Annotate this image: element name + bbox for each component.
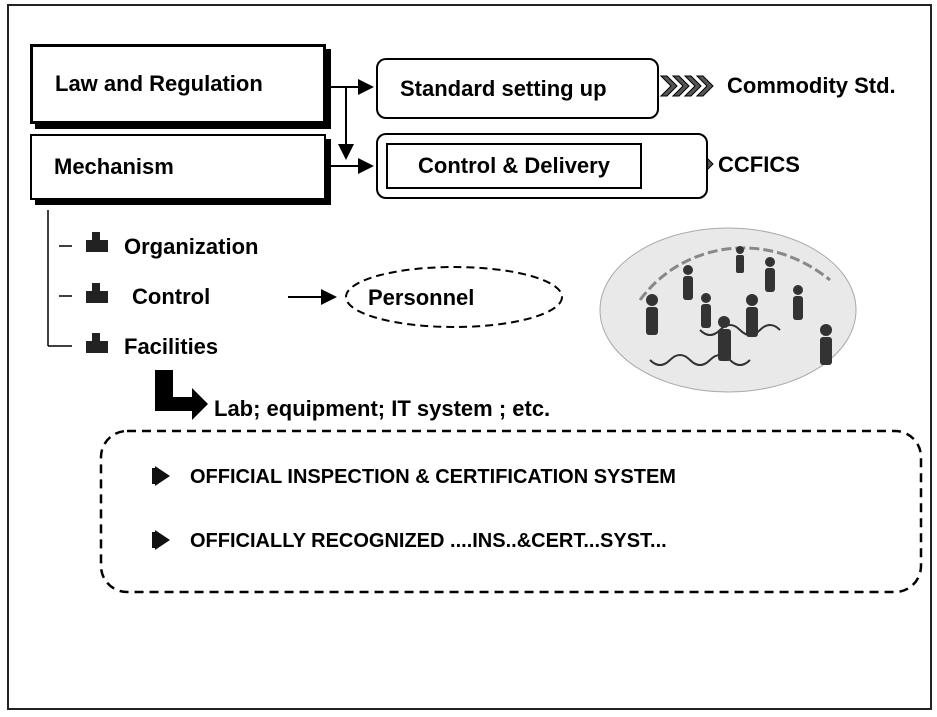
systems-dashed-box [99, 429, 923, 594]
ccfics-label: CCFICS [718, 152, 800, 177]
facilities-icon [86, 333, 108, 353]
standard-setting-label: Standard setting up [400, 75, 607, 101]
mechanism-label: Mechanism [54, 154, 174, 179]
turn-arrow-icon [155, 370, 208, 420]
system-line-2: OFFICIALLY RECOGNIZED ....INS..&CERT...S… [190, 530, 667, 552]
control-delivery-inner-box: Control & Delivery [386, 143, 642, 189]
system-line-1: OFFICIAL INSPECTION & CERTIFICATION SYST… [190, 466, 676, 488]
organization-icon [86, 232, 108, 252]
mechanism-box: Mechanism [30, 134, 326, 200]
control-icon [86, 283, 108, 303]
people-network-icon [599, 227, 857, 393]
tree-item-organization: Organization [124, 234, 259, 259]
tree-item-control: Control [132, 284, 211, 309]
control-delivery-label: Control & Delivery [418, 153, 610, 178]
tree-item-facilities: Facilities [124, 334, 219, 359]
chevron-arrow-icon [659, 75, 714, 97]
standard-setting-box: Standard setting up [376, 58, 659, 119]
bullet-arrow-icon [152, 466, 170, 486]
law-regulation-label: Law and Regulation [55, 71, 263, 96]
slide-frame [7, 4, 932, 710]
commodity-std-label: Commodity Std. [727, 73, 896, 98]
personnel-label: Personnel [368, 285, 475, 310]
bullet-arrow-icon [152, 530, 170, 550]
personnel-ellipse [345, 266, 563, 328]
facilities-note: Lab; equipment; IT system ; etc. [214, 396, 551, 421]
control-delivery-outer-box: Control & Delivery [376, 133, 708, 199]
law-regulation-box: Law and Regulation [30, 44, 326, 124]
